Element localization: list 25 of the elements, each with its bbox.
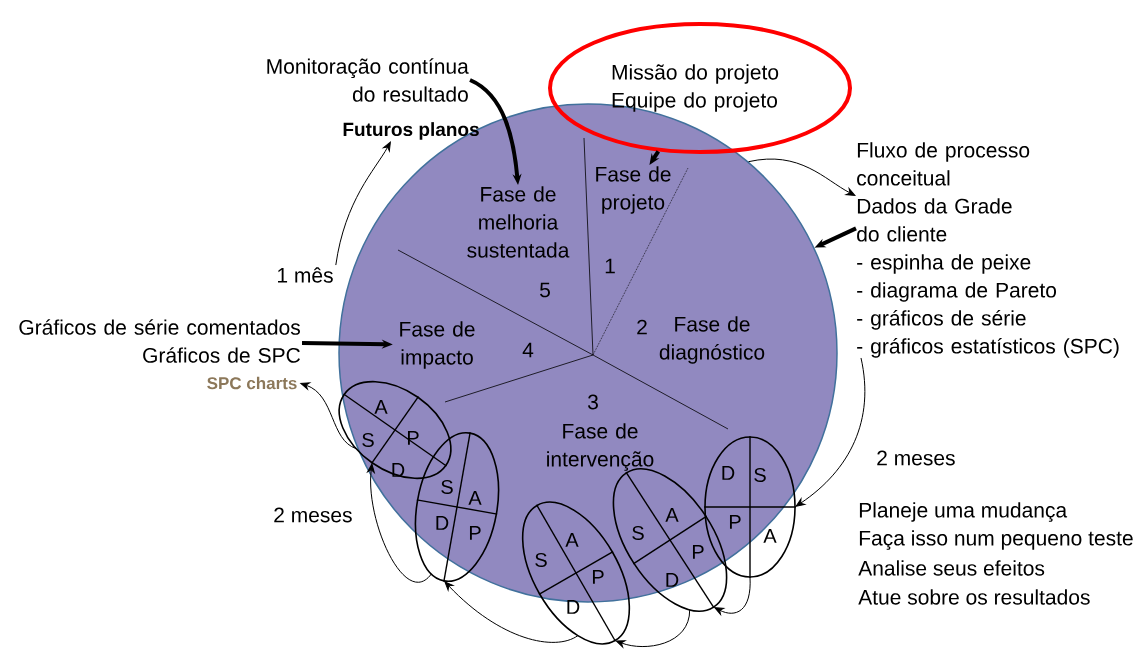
phase-label: Fase de impacto 4 <box>400 321 534 369</box>
annotation-text: Futuros planos <box>343 122 479 140</box>
arrow <box>367 463 432 583</box>
phase-label: Fase de projeto 1 <box>596 166 671 274</box>
annotation-text: Faça isso num pequeno teste <box>859 530 1133 550</box>
arrow <box>335 141 391 266</box>
arrow <box>748 158 856 196</box>
arrow <box>795 357 866 507</box>
arrow <box>300 382 357 450</box>
annotation-text: 2 meses <box>877 450 955 466</box>
annotation-text: Analise seus efeitos <box>858 560 1045 576</box>
annotation-text: SPC charts <box>207 376 297 390</box>
phase-label: Fase de diagnóstico 2 <box>637 316 765 364</box>
annotation-text: 1 mês <box>278 267 333 283</box>
annotation-text: Planeje uma mudança <box>859 502 1068 522</box>
arrow <box>444 581 579 643</box>
arrow <box>714 576 751 615</box>
phase-label: Fase de melhoria sustentada 5 <box>467 186 570 298</box>
annotation-text: 2 meses <box>274 507 352 523</box>
phase-label: Fase de intervenção 3 <box>547 394 654 471</box>
annotation-text: Gráficos de série comentados Gráficos de SPC <box>19 319 300 363</box>
annotation-text: Atue sobre os resultados <box>858 589 1090 605</box>
arrow <box>615 609 691 648</box>
annotation-text: Fluxo de processo conceitual Dados da Grade do cliente - espinha de peixe - diagrama de Pareto - gráficos de série - gráficos estatísticos (SPC) <box>857 142 1119 358</box>
annotation-text: Monitoração contínua do resultado <box>267 58 469 102</box>
